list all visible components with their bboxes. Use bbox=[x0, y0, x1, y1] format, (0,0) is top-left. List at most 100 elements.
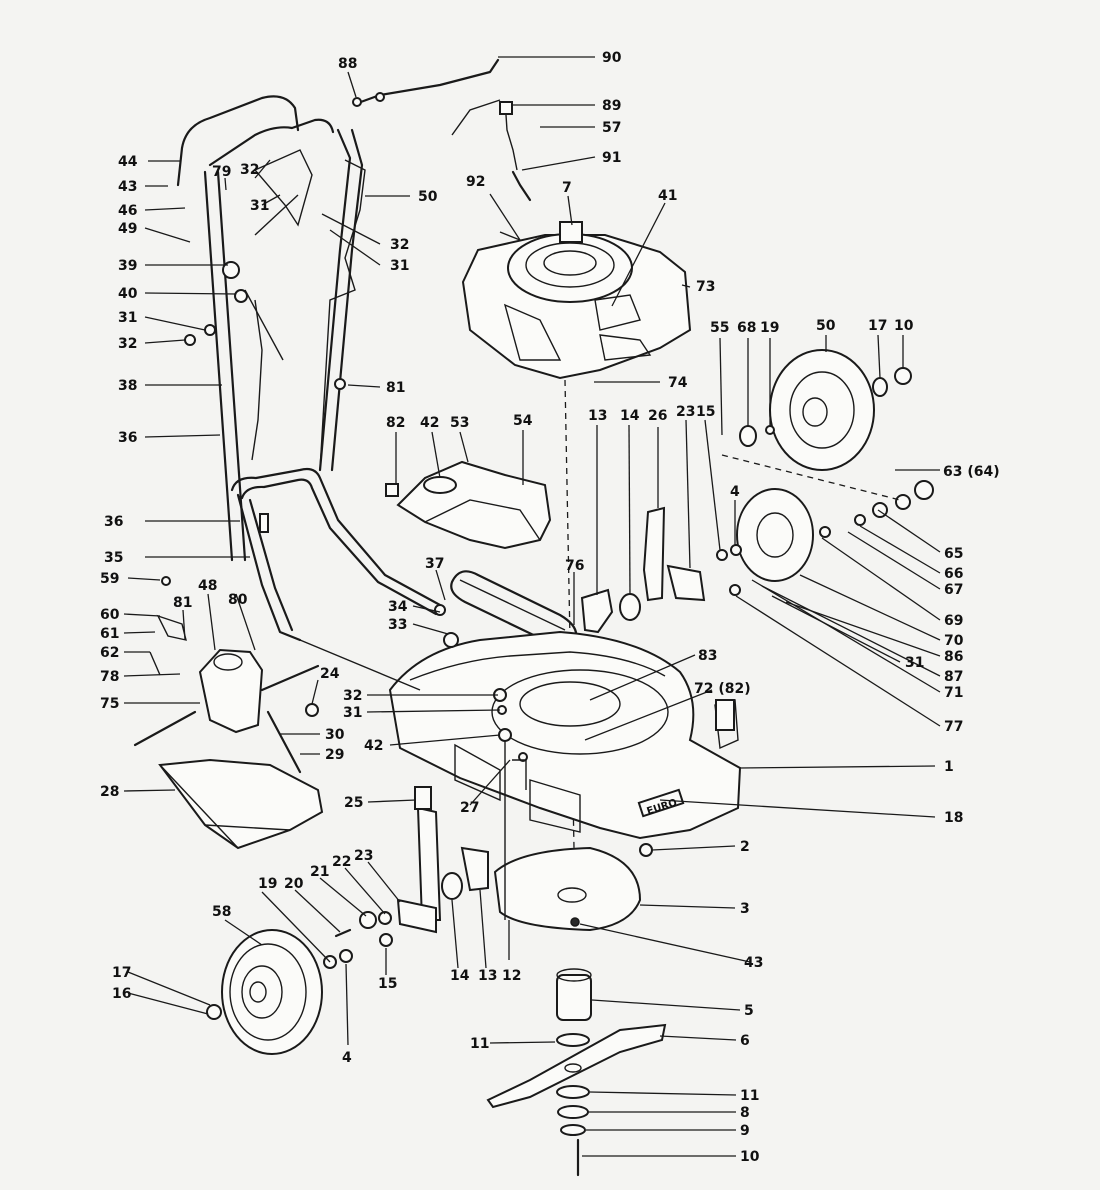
callout-17: 17 bbox=[868, 318, 887, 334]
callout-81: 81 bbox=[386, 380, 405, 396]
callout-50: 50 bbox=[418, 189, 438, 205]
callout-88: 88 bbox=[338, 56, 357, 72]
gearbox bbox=[133, 576, 320, 747]
callout-41: 41 bbox=[658, 188, 677, 204]
callout-35: 35 bbox=[104, 550, 123, 566]
callout-54: 54 bbox=[513, 413, 533, 429]
callout-90: 90 bbox=[602, 50, 622, 66]
callout-34: 34 bbox=[388, 599, 408, 615]
callout-69: 69 bbox=[944, 613, 963, 629]
lower-handle bbox=[230, 467, 442, 642]
callout-31: 31 bbox=[250, 198, 269, 214]
callout-13: 13 bbox=[478, 968, 497, 984]
callout-42: 42 bbox=[364, 738, 383, 754]
callout-19: 19 bbox=[760, 320, 779, 336]
callout-92: 92 bbox=[466, 174, 485, 190]
callout-27: 27 bbox=[460, 800, 479, 816]
callout-80: 80 bbox=[228, 592, 248, 608]
callout-78: 78 bbox=[100, 669, 119, 685]
callout-66: 66 bbox=[944, 566, 963, 582]
link-rods bbox=[266, 378, 528, 920]
callout-83: 83 bbox=[698, 648, 717, 664]
callout-23: 23 bbox=[676, 404, 695, 420]
callout-59: 59 bbox=[100, 571, 119, 587]
callout-77: 77 bbox=[944, 719, 963, 735]
callout-38: 38 bbox=[118, 378, 137, 394]
callout-11: 11 bbox=[470, 1036, 489, 1052]
callout-37: 37 bbox=[425, 556, 444, 572]
callout-12: 12 bbox=[502, 968, 521, 984]
callout-57: 57 bbox=[602, 120, 621, 136]
rear-wheel-upper bbox=[739, 349, 912, 471]
callout-71: 71 bbox=[944, 685, 963, 701]
callout-8: 8 bbox=[740, 1105, 750, 1121]
callout-62: 62 bbox=[100, 645, 119, 661]
callout-67: 67 bbox=[944, 582, 963, 598]
callout-labels: 44 43 46 49 39 40 31 32 38 36 36 35 59 6… bbox=[100, 50, 1000, 1165]
callout-14: 14 bbox=[450, 968, 470, 984]
callout-48: 48 bbox=[198, 578, 217, 594]
callout-40: 40 bbox=[118, 286, 138, 302]
callout-6: 6 bbox=[740, 1033, 750, 1049]
callout-10: 10 bbox=[894, 318, 914, 334]
callout-17: 17 bbox=[112, 965, 131, 981]
callout-74: 74 bbox=[668, 375, 688, 391]
callout-22: 22 bbox=[332, 854, 351, 870]
rear-wheel-lower bbox=[721, 454, 934, 582]
callout-50: 50 bbox=[816, 318, 836, 334]
callout-2: 2 bbox=[740, 839, 750, 855]
callout-49: 49 bbox=[118, 221, 137, 237]
blade-disc bbox=[493, 846, 642, 932]
engine-cover bbox=[385, 460, 552, 550]
blade-assembly bbox=[486, 968, 667, 1177]
callout-86: 86 bbox=[944, 649, 963, 665]
callout-32: 32 bbox=[240, 162, 259, 178]
callout-24: 24 bbox=[320, 666, 340, 682]
callout-1: 1 bbox=[944, 759, 954, 775]
upper-handle bbox=[176, 95, 366, 562]
callout-25: 25 bbox=[344, 795, 363, 811]
callout-4: 4 bbox=[342, 1050, 352, 1066]
callout-30: 30 bbox=[325, 727, 345, 743]
callout-16: 16 bbox=[112, 986, 131, 1002]
callout-19: 19 bbox=[258, 876, 277, 892]
callout-4: 4 bbox=[730, 484, 740, 500]
height-adjusters bbox=[396, 506, 742, 934]
callout-43: 43 bbox=[744, 955, 763, 971]
callout-29: 29 bbox=[325, 747, 344, 763]
engine bbox=[461, 221, 692, 901]
leader-lines bbox=[123, 56, 941, 1157]
callout-76: 76 bbox=[565, 558, 584, 574]
callout-23: 23 bbox=[354, 848, 373, 864]
callout-63-64: 63 (64) bbox=[943, 464, 1000, 480]
callout-32: 32 bbox=[343, 688, 362, 704]
callout-13: 13 bbox=[588, 408, 607, 424]
callout-75: 75 bbox=[100, 696, 119, 712]
callout-82: 82 bbox=[386, 415, 405, 431]
callout-39: 39 bbox=[118, 258, 137, 274]
callout-31: 31 bbox=[118, 310, 137, 326]
callout-81: 81 bbox=[173, 595, 192, 611]
callout-21: 21 bbox=[310, 864, 329, 880]
callout-15: 15 bbox=[378, 976, 397, 992]
callout-14: 14 bbox=[620, 408, 640, 424]
callout-72-82: 72 (82) bbox=[694, 681, 751, 697]
callout-55: 55 bbox=[710, 320, 729, 336]
callout-5: 5 bbox=[744, 1003, 754, 1019]
callout-70: 70 bbox=[944, 633, 964, 649]
callout-46: 46 bbox=[118, 203, 137, 219]
callout-28: 28 bbox=[100, 784, 119, 800]
callout-44: 44 bbox=[118, 154, 138, 170]
callout-58: 58 bbox=[212, 904, 231, 920]
callout-31: 31 bbox=[390, 258, 409, 274]
callout-31: 31 bbox=[343, 705, 362, 721]
callout-60: 60 bbox=[100, 607, 120, 623]
callout-3: 3 bbox=[740, 901, 750, 917]
callout-91: 91 bbox=[602, 150, 621, 166]
callout-87: 87 bbox=[944, 669, 963, 685]
callout-11: 11 bbox=[740, 1088, 759, 1104]
front-wheel bbox=[206, 911, 393, 1055]
callout-26: 26 bbox=[648, 408, 667, 424]
callout-73: 73 bbox=[696, 279, 715, 295]
